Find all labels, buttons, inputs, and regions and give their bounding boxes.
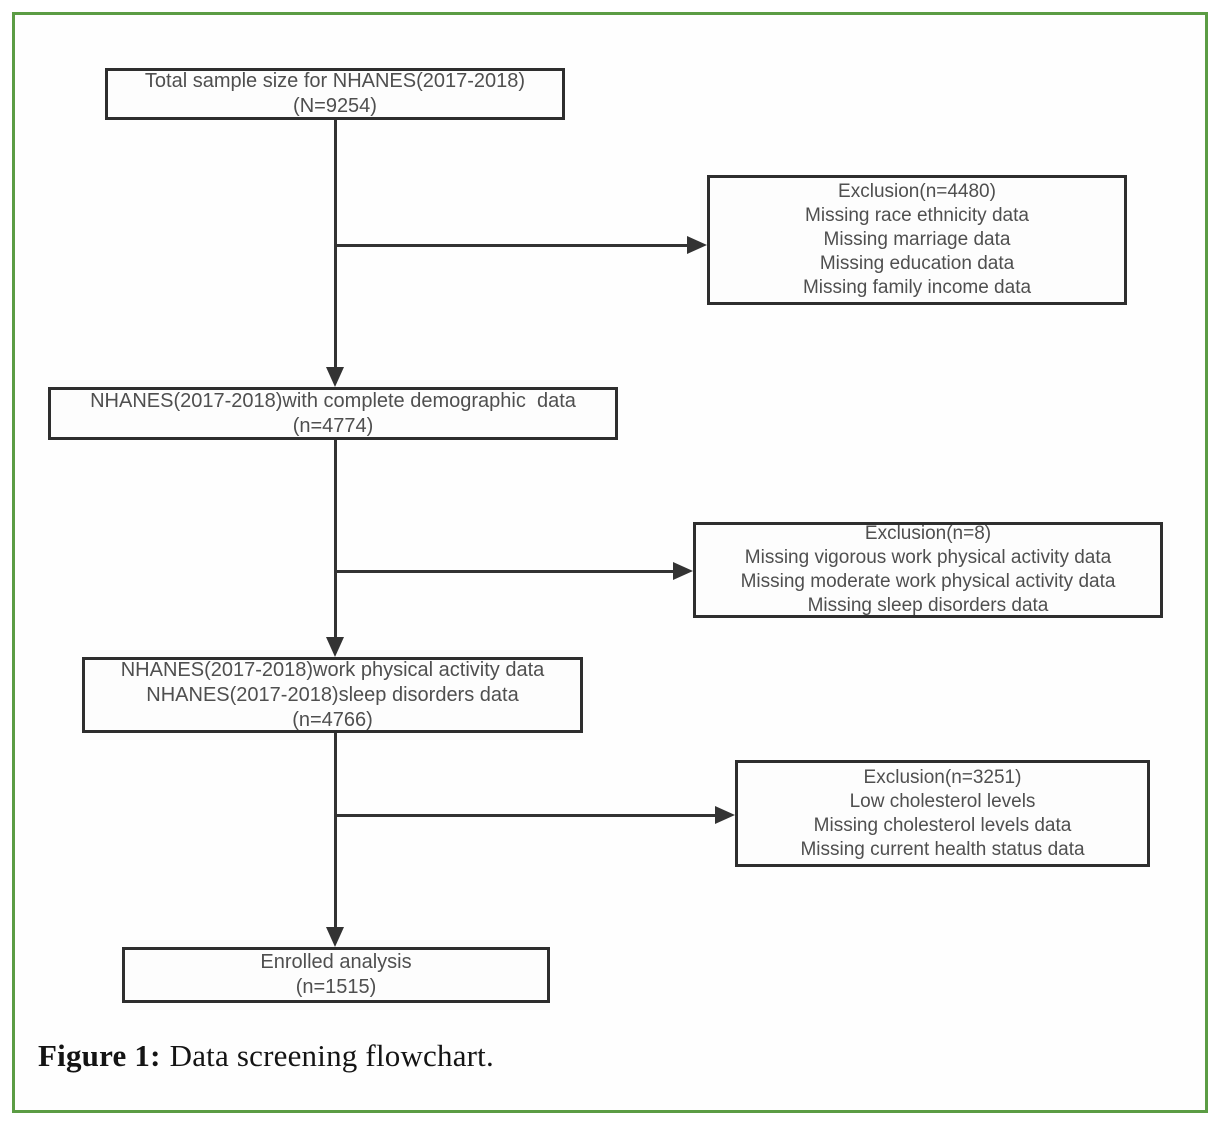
box-text-line: (n=1515): [295, 976, 377, 998]
figure-caption-label: Figure 1:: [38, 1038, 161, 1073]
flow-box-total-sample: Total sample size for NHANES(2017-2018) …: [105, 68, 565, 120]
arrowhead-down-2-icon: [326, 637, 344, 657]
box-text-line: Missing vigorous work physical activity …: [744, 547, 1112, 568]
box-text-line: NHANES(2017-2018)with complete demograph…: [90, 389, 576, 412]
exclusion-box-demographic: Exclusion(n=4480) Missing race ethnicity…: [707, 175, 1127, 305]
arrowhead-right-3-icon: [715, 806, 735, 824]
box-text-line: Exclusion(n=8): [864, 523, 992, 544]
box-text-line: Missing cholesterol levels data: [813, 814, 1072, 836]
box-text-line: Missing race ethnicity data: [805, 205, 1029, 226]
box-text-line: Missing sleep disorders data: [807, 595, 1049, 616]
box-text-line: NHANES(2017-2018)work physical activity …: [120, 658, 545, 681]
box-text-line: (N=9254): [293, 95, 377, 117]
figure-caption-text: Data screening flowchart.: [169, 1038, 494, 1073]
box-text-line: Missing moderate work physical activity …: [740, 571, 1116, 592]
box-text-line: Enrolled analysis: [260, 951, 412, 973]
box-text-line: Exclusion(n=3251): [863, 766, 1022, 788]
flow-box-work-sleep-data: NHANES(2017-2018)work physical activity …: [82, 657, 583, 733]
flow-box-complete-demographic: NHANES(2017-2018)with complete demograph…: [48, 387, 618, 440]
connector-vertical-3: [334, 733, 337, 929]
box-text-line: Missing current health status data: [800, 838, 1085, 860]
box-text-line: Exclusion(n=4480): [838, 181, 996, 202]
box-text-line: Missing education data: [819, 253, 1015, 274]
box-text-line: NHANES(2017-2018)sleep disorders data: [146, 683, 519, 706]
connector-branch-3: [335, 814, 715, 817]
box-text-line: Low cholesterol levels: [849, 790, 1036, 812]
exclusion-box-activity-sleep: Exclusion(n=8) Missing vigorous work phy…: [693, 522, 1163, 618]
connector-branch-1: [335, 244, 687, 247]
exclusion-box-cholesterol: Exclusion(n=3251) Low cholesterol levels…: [735, 760, 1150, 867]
arrowhead-down-1-icon: [326, 367, 344, 387]
arrowhead-right-1-icon: [687, 236, 707, 254]
connector-vertical-2: [334, 440, 337, 639]
box-text-line: (n=4766): [292, 708, 373, 731]
box-text-line: Total sample size for NHANES(2017-2018): [144, 70, 526, 92]
figure-caption: Figure 1:Data screening flowchart.: [38, 1038, 494, 1074]
box-text-line: Missing family income data: [802, 277, 1032, 298]
box-text-line: (n=4774): [292, 414, 374, 437]
arrowhead-down-3-icon: [326, 927, 344, 947]
flow-box-enrolled: Enrolled analysis (n=1515): [122, 947, 550, 1003]
connector-branch-2: [335, 570, 673, 573]
arrowhead-right-2-icon: [673, 562, 693, 580]
box-text-line: Missing marriage data: [823, 229, 1011, 250]
